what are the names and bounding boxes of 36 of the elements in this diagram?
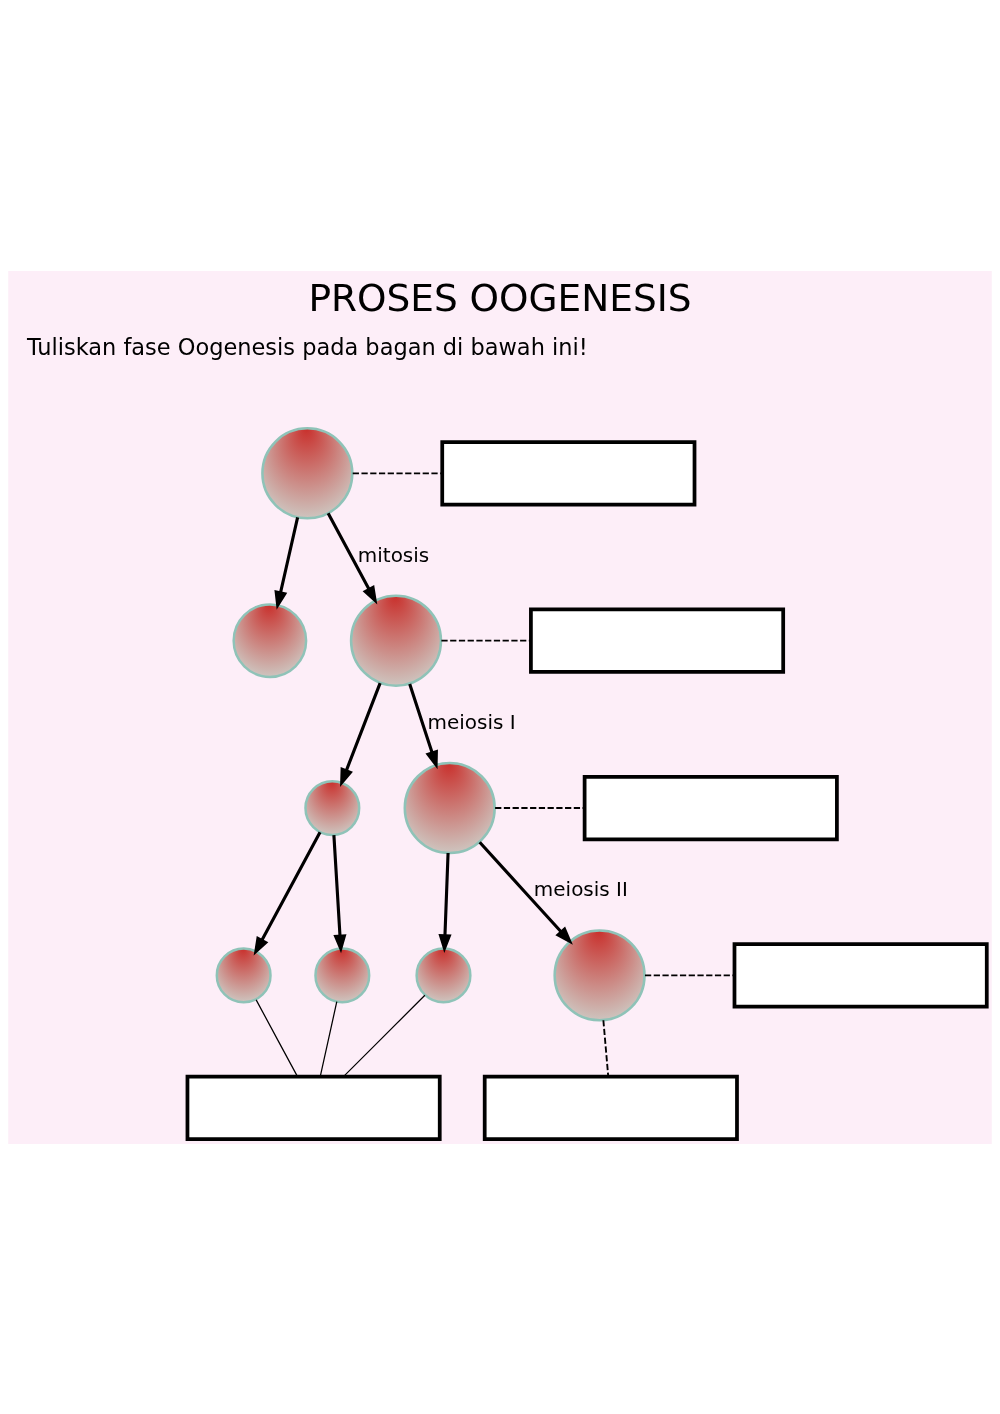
node-box bbox=[529, 607, 786, 674]
node-box bbox=[440, 439, 697, 506]
connector bbox=[494, 806, 586, 809]
connector bbox=[319, 1000, 338, 1077]
connector bbox=[644, 973, 736, 976]
node-circle bbox=[215, 946, 272, 1003]
node-circle bbox=[553, 928, 646, 1022]
edge-label: meiosis II bbox=[533, 876, 628, 901]
edge-label: mitosis bbox=[357, 542, 430, 567]
arrow bbox=[332, 834, 347, 953]
node-box bbox=[732, 941, 989, 1008]
connector bbox=[343, 994, 426, 1077]
arrow bbox=[478, 840, 573, 945]
arrow bbox=[340, 682, 382, 787]
node-circle bbox=[261, 426, 354, 520]
node-box bbox=[185, 1074, 442, 1141]
edge-label: meiosis I bbox=[427, 709, 516, 734]
node-circle bbox=[314, 946, 371, 1003]
arrow bbox=[274, 516, 300, 610]
node-circle bbox=[415, 946, 472, 1003]
arrow bbox=[326, 512, 378, 605]
label: Tuliskan fase Oogenesis pada bagan di bawah ini! bbox=[26, 333, 588, 360]
diagram-title: PROSES OOGENESIS bbox=[308, 275, 692, 320]
connector bbox=[351, 471, 443, 474]
node-circle bbox=[232, 602, 308, 678]
node-circle bbox=[403, 761, 496, 854]
connector bbox=[440, 639, 532, 642]
node-box bbox=[582, 774, 839, 841]
arrow bbox=[253, 830, 322, 956]
arrow bbox=[408, 682, 438, 769]
node-circle bbox=[349, 593, 443, 687]
connector bbox=[255, 998, 298, 1077]
arrow bbox=[438, 852, 452, 953]
node-circle bbox=[304, 779, 361, 836]
connector bbox=[602, 1018, 610, 1077]
node-box bbox=[482, 1074, 739, 1141]
